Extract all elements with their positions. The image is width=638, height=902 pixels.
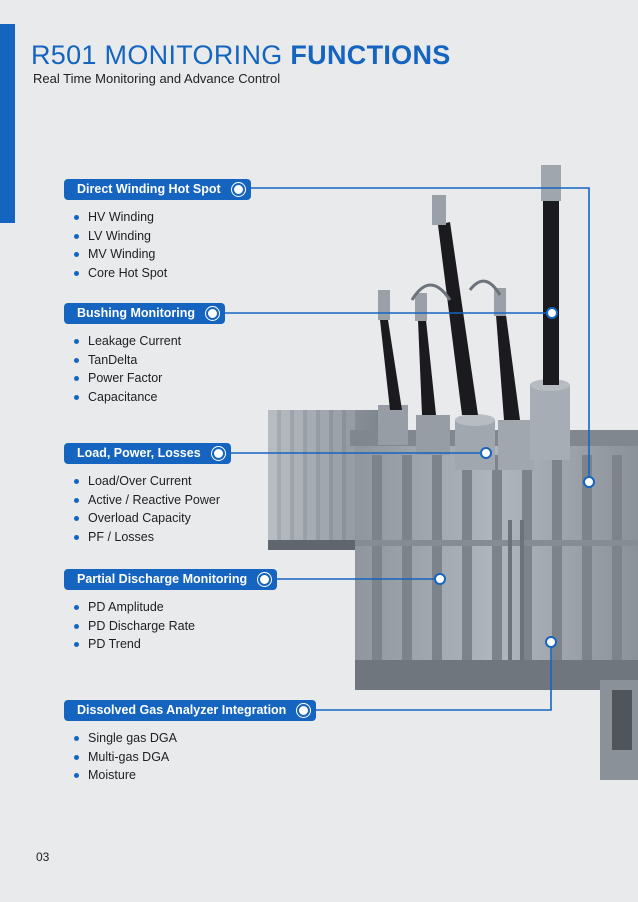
item-list: HV Winding LV Winding MV Winding Core Ho… bbox=[64, 208, 251, 283]
item-list: Leakage Current TanDelta Power Factor Ca… bbox=[64, 332, 225, 407]
page-title: R501 MONITORING FUNCTIONS bbox=[31, 40, 451, 71]
connector-dot bbox=[211, 447, 225, 460]
connector-dot bbox=[258, 573, 272, 586]
list-item: Core Hot Spot bbox=[74, 264, 251, 283]
list-item: HV Winding bbox=[74, 208, 251, 227]
page-subtitle: Real Time Monitoring and Advance Control bbox=[33, 71, 281, 86]
section-label: Direct Winding Hot Spot bbox=[64, 179, 251, 200]
list-item: PD Trend bbox=[74, 635, 277, 654]
section-label: Bushing Monitoring bbox=[64, 303, 226, 324]
title-bold: FUNCTIONS bbox=[290, 40, 451, 70]
title-light: R501 MONITORING bbox=[31, 40, 283, 70]
list-item: Capacitance bbox=[74, 388, 225, 407]
list-item: Power Factor bbox=[74, 369, 225, 388]
bushing-turrets bbox=[378, 379, 570, 470]
item-list: Load/Over Current Active / Reactive Powe… bbox=[64, 472, 231, 547]
section-direct-winding-hot-spot: Direct Winding Hot Spot HV Winding LV Wi… bbox=[64, 179, 251, 283]
list-item: Moisture bbox=[74, 766, 316, 785]
list-item: Single gas DGA bbox=[74, 729, 316, 748]
list-item: LV Winding bbox=[74, 227, 251, 246]
list-item: TanDelta bbox=[74, 351, 225, 370]
list-item: Leakage Current bbox=[74, 332, 225, 351]
list-item: MV Winding bbox=[74, 245, 251, 264]
list-item: Multi-gas DGA bbox=[74, 748, 316, 767]
list-item: PD Discharge Rate bbox=[74, 617, 277, 636]
connector-endpoints bbox=[434, 307, 595, 648]
section-label: Partial Discharge Monitoring bbox=[64, 569, 278, 590]
list-item: Overload Capacity bbox=[74, 509, 231, 528]
list-item: PD Amplitude bbox=[74, 598, 277, 617]
section-label: Dissolved Gas Analyzer Integration bbox=[64, 700, 317, 721]
connector-dot bbox=[297, 704, 311, 717]
section-label: Load, Power, Losses bbox=[64, 443, 231, 464]
main-tank bbox=[350, 430, 638, 780]
section-dissolved-gas-analyzer-integration: Dissolved Gas Analyzer Integration Singl… bbox=[64, 700, 317, 785]
page-number: 03 bbox=[36, 850, 50, 864]
connector-lines bbox=[208, 187, 590, 711]
radiator-fins bbox=[268, 410, 378, 550]
section-partial-discharge-monitoring: Partial Discharge Monitoring PD Amplitud… bbox=[64, 569, 278, 654]
list-item: Load/Over Current bbox=[74, 472, 231, 491]
list-item: Active / Reactive Power bbox=[74, 491, 231, 510]
connector-dot bbox=[231, 183, 245, 196]
item-list: Single gas DGA Multi-gas DGA Moisture bbox=[64, 729, 316, 785]
item-list: PD Amplitude PD Discharge Rate PD Trend bbox=[64, 598, 277, 654]
section-load-power-losses: Load, Power, Losses Load/Over Current Ac… bbox=[64, 443, 231, 547]
section-bushing-monitoring: Bushing Monitoring Leakage Current TanDe… bbox=[64, 303, 226, 407]
bushings bbox=[378, 165, 561, 420]
connector-dot bbox=[206, 307, 220, 320]
list-item: PF / Losses bbox=[74, 528, 231, 547]
accent-bar bbox=[0, 24, 15, 223]
